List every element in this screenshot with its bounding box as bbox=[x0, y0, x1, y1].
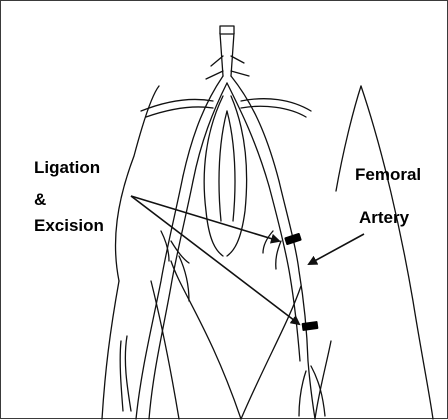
aorta-branches bbox=[206, 56, 249, 79]
right-lower-branch-2 bbox=[299, 371, 306, 416]
central-loop-inner bbox=[219, 111, 227, 221]
aorta-cap bbox=[220, 26, 234, 34]
ligature-upper bbox=[284, 233, 302, 246]
central-loop-left bbox=[204, 96, 223, 256]
left-lower-branch-2 bbox=[125, 336, 131, 411]
inner-leg-left-2 bbox=[151, 281, 179, 419]
left-lower-branch bbox=[120, 341, 123, 411]
left-leg-outline bbox=[102, 281, 119, 419]
central-loop-inner-2 bbox=[227, 111, 235, 221]
label-ampersand: & bbox=[34, 191, 46, 208]
iliac-right-outer bbox=[231, 76, 279, 181]
label-ligation: Ligation bbox=[34, 159, 100, 176]
label-excision: Excision bbox=[34, 217, 104, 234]
label-femoral: Femoral bbox=[355, 166, 421, 183]
right-hip-crest bbox=[241, 99, 311, 111]
label-artery: Artery bbox=[359, 209, 409, 226]
right-hip-crest-2 bbox=[241, 106, 306, 117]
inner-leg-right bbox=[241, 286, 301, 419]
right-branch-a bbox=[263, 231, 273, 253]
right-femoral-vessel bbox=[279, 181, 315, 419]
inner-leg-left bbox=[171, 261, 241, 419]
right-femoral-vessel-2 bbox=[269, 186, 300, 361]
iliac-left-outer bbox=[183, 76, 223, 176]
left-femoral-vessel bbox=[136, 176, 183, 419]
left-branch-c bbox=[179, 256, 189, 301]
right-branch-b bbox=[276, 241, 281, 269]
right-leg-outline bbox=[361, 86, 433, 419]
ligature-lower bbox=[302, 321, 319, 331]
central-loop-right bbox=[227, 96, 247, 256]
aorta-stem bbox=[220, 33, 234, 76]
arrow-femoral bbox=[309, 234, 364, 264]
